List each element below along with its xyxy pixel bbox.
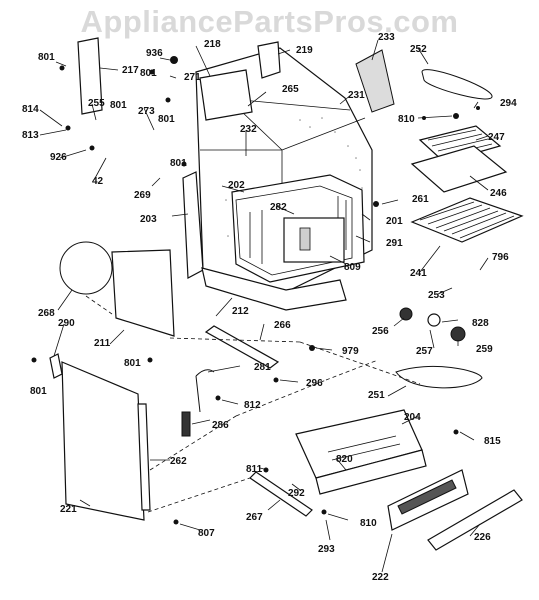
label-201: 201 xyxy=(386,216,403,227)
label-218: 218 xyxy=(204,39,221,50)
label-259: 259 xyxy=(476,344,493,355)
label-253: 253 xyxy=(428,290,445,301)
label-222: 222 xyxy=(372,572,389,583)
label-820: 820 xyxy=(336,454,353,465)
label-812: 812 xyxy=(244,400,261,411)
drawer-front-222 xyxy=(387,469,469,531)
label-801f: 801 xyxy=(124,358,141,369)
side-panel-221 xyxy=(61,361,145,521)
label-281: 281 xyxy=(254,362,271,373)
label-282: 282 xyxy=(270,202,287,213)
sleeve-257 xyxy=(427,313,441,327)
label-221: 221 xyxy=(60,504,77,515)
label-252: 252 xyxy=(410,44,427,55)
storage-drawer-204 xyxy=(295,409,427,495)
label-286: 286 xyxy=(212,420,229,431)
vent-233 xyxy=(355,49,395,113)
knob-259 xyxy=(450,326,466,342)
label-211: 211 xyxy=(94,338,111,349)
label-255: 255 xyxy=(88,98,105,109)
back-panel-218 xyxy=(199,69,253,121)
label-809: 809 xyxy=(344,262,361,273)
door-frame-212 xyxy=(201,267,347,311)
label-801g: 801 xyxy=(30,386,47,397)
detail-circle-268 xyxy=(59,241,113,295)
leader-lines xyxy=(39,39,489,573)
label-291: 291 xyxy=(386,238,403,249)
bracket-219 xyxy=(257,41,281,79)
label-232: 232 xyxy=(240,124,257,135)
label-294: 294 xyxy=(500,98,517,109)
dash-guides xyxy=(85,295,421,513)
rail-267 xyxy=(249,471,313,517)
label-241: 241 xyxy=(410,268,427,279)
label-231: 231 xyxy=(348,90,365,101)
label-828: 828 xyxy=(472,318,489,329)
label-256: 256 xyxy=(372,326,389,337)
label-204: 204 xyxy=(404,412,421,423)
label-807: 807 xyxy=(198,528,215,539)
part-labels: 801 217 936 218 219 233 252 294 271 801 … xyxy=(22,32,517,583)
kick-bar-226 xyxy=(427,489,523,551)
label-810: 810 xyxy=(398,114,415,125)
label-292: 292 xyxy=(288,488,305,499)
rail-217 xyxy=(77,37,103,115)
label-296: 296 xyxy=(306,378,323,389)
oven-rack-241 xyxy=(410,197,524,243)
label-796: 796 xyxy=(492,252,509,263)
label-247: 247 xyxy=(488,132,505,143)
label-813: 813 xyxy=(22,130,39,141)
label-801e: 801 xyxy=(170,158,187,169)
label-262: 262 xyxy=(170,456,187,467)
label-801b: 801 xyxy=(140,68,157,79)
label-212: 212 xyxy=(232,306,249,317)
probe-286 xyxy=(181,411,191,437)
watermark-text: AppliancePartsPros.com xyxy=(80,4,459,39)
label-926: 926 xyxy=(50,152,67,163)
label-811: 811 xyxy=(246,464,263,475)
label-936: 936 xyxy=(146,48,163,59)
label-273: 273 xyxy=(138,106,155,117)
label-268: 268 xyxy=(38,308,55,319)
label-801c: 801 xyxy=(110,100,127,111)
label-217: 217 xyxy=(122,65,139,76)
broil-element-252 xyxy=(421,69,493,100)
bake-element-251 xyxy=(395,365,483,389)
label-203: 203 xyxy=(140,214,157,225)
label-42: 42 xyxy=(92,176,104,187)
label-267: 267 xyxy=(246,512,263,523)
strip-266 xyxy=(204,325,280,369)
screws xyxy=(31,56,480,525)
knob-256 xyxy=(399,307,413,321)
label-261: 261 xyxy=(412,194,429,205)
label-290: 290 xyxy=(58,318,75,329)
label-293: 293 xyxy=(318,544,335,555)
label-266: 266 xyxy=(274,320,291,331)
label-810b: 810 xyxy=(360,518,377,529)
label-226: 226 xyxy=(474,532,491,543)
label-202: 202 xyxy=(228,180,245,191)
label-269: 269 xyxy=(134,190,151,201)
label-271: 271 xyxy=(184,72,201,83)
label-219: 219 xyxy=(296,45,313,56)
label-814: 814 xyxy=(22,104,39,115)
strip-290 xyxy=(49,353,63,379)
label-801: 801 xyxy=(38,52,55,63)
label-257: 257 xyxy=(416,346,433,357)
oven-liner-201 xyxy=(231,174,365,283)
label-233: 233 xyxy=(378,32,395,43)
label-251: 251 xyxy=(368,390,385,401)
label-801d: 801 xyxy=(158,114,175,125)
label-979: 979 xyxy=(342,346,359,357)
label-815: 815 xyxy=(484,436,501,447)
panel-211 xyxy=(111,249,175,337)
label-265: 265 xyxy=(282,84,299,95)
strip-262 xyxy=(137,403,151,511)
label-246: 246 xyxy=(490,188,507,199)
probe-281 xyxy=(195,369,215,413)
broiler-pan-247 xyxy=(410,125,508,193)
